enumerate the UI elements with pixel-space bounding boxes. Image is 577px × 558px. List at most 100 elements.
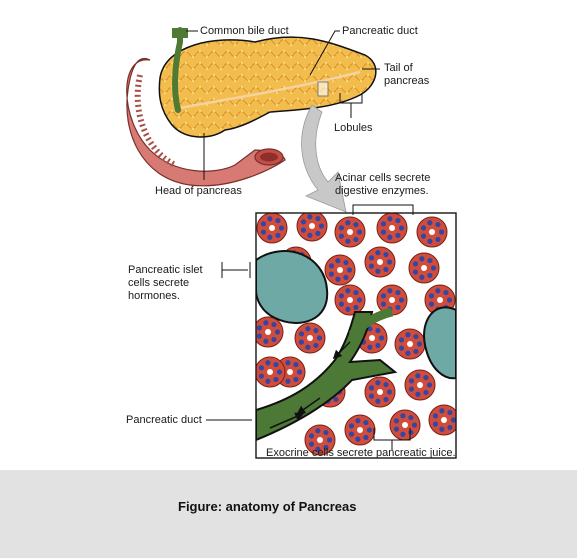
acinar-nucleus [260,221,267,227]
acinar-nucleus [267,216,273,222]
acinar-nucleus [275,232,281,239]
acinar-lumen [337,267,343,273]
acinar-nucleus [408,386,415,392]
acinar-nucleus [411,422,418,428]
acinar-nucleus [408,414,414,421]
acinar-nucleus [432,413,439,419]
acinar-nucleus [326,437,333,443]
acinar-nucleus [428,301,435,307]
acinar-nucleus [423,374,429,381]
acinar-nucleus [412,269,419,275]
acinar-nucleus [427,220,433,226]
label-pancreatic-duct-bottom: Pancreatic duct [126,414,202,426]
acinar-nucleus [368,385,375,391]
acinar-nucleus [395,289,401,296]
acinar-nucleus [375,268,381,274]
acinar-lumen [437,297,443,303]
acinar-nucleus [443,289,449,296]
acinar-nucleus [338,293,345,299]
acinar-nucleus [400,431,406,437]
acinar-nucleus [346,267,353,273]
label-exocrine-cells: Exocrine cells secrete pancreatic juice. [266,447,456,459]
acinar-lumen [429,229,435,235]
acinar-nucleus [335,276,341,282]
acinar-nucleus [435,288,441,294]
acinar-nucleus [428,293,435,299]
acinar-nucleus [420,233,427,239]
acinar-nucleus [367,344,373,350]
acinar-nucleus [318,223,325,229]
acinar-nucleus [446,297,453,303]
acinar-lumen [309,223,315,229]
acinar-lumen [407,341,413,347]
acinar-nucleus [273,376,279,383]
acinar-lumen [402,422,408,428]
acinar-nucleus [315,446,321,452]
acinar-nucleus [387,288,393,294]
acinar-nucleus [345,238,351,244]
acinar-nucleus [393,426,400,432]
acinar-nucleus [375,398,381,404]
acinar-nucleus [353,289,359,296]
acinar-nucleus [415,373,421,379]
acinar-nucleus [335,258,341,264]
acinar-nucleus [363,434,369,441]
acinar-lumen [347,229,353,235]
acinar-nucleus [348,431,355,437]
acinar-nucleus [380,221,387,227]
acinar-nucleus [427,238,433,244]
acinar-nucleus [447,409,453,416]
acinar-nucleus [353,236,359,243]
acinar-nucleus [345,306,351,312]
acinar-lumen [307,335,313,341]
acinar-nucleus [383,266,389,273]
acinar-nucleus [416,341,423,347]
acinar-nucleus [405,332,411,338]
label-lobules: Lobules [334,122,373,134]
acinar-nucleus [383,381,389,388]
label-tail-of-pancreas: Tail of pancreas [384,62,430,87]
label-islet-cells: Pancreatic islet cells secrete hormones. [128,264,203,302]
acinar-nucleus [368,263,375,269]
acinar-nucleus [383,396,389,403]
duodenum [126,58,286,187]
acinar-nucleus [435,221,441,228]
acinar-nucleus [293,376,299,383]
acinar-nucleus [313,327,319,334]
acinar-nucleus [313,342,319,349]
acinar-nucleus [395,304,401,311]
acinar-nucleus [386,389,393,395]
acinar-lumen [287,369,293,375]
acinar-lumen [377,259,383,265]
label-pancreatic-duct-top: Pancreatic duct [342,25,418,37]
acinar-nucleus [375,327,381,334]
acinar-nucleus [405,350,411,356]
acinar-nucleus [274,329,281,335]
acinar-nucleus [398,345,405,351]
acinar-nucleus [260,229,267,235]
label-head-of-pancreas: Head of pancreas [155,185,242,197]
acinar-nucleus [305,344,311,350]
acinar-nucleus [258,373,265,379]
acinar-nucleus [387,216,393,222]
label-common-bile-duct: Common bile duct [200,25,289,37]
acinar-nucleus [380,229,387,235]
acinar-nucleus [348,423,355,429]
acinar-nucleus [263,320,269,326]
pancreas-illustration [126,27,457,459]
acinar-nucleus [375,342,381,349]
acinar-nucleus [395,232,401,239]
acinar-nucleus [275,217,281,224]
acinar-nucleus [296,369,303,375]
acinar-nucleus [345,220,351,226]
acinar-nucleus [271,321,277,328]
acinar-nucleus [419,274,425,280]
acinar-nucleus [427,272,433,279]
acinar-lumen [269,225,275,231]
acinar-nucleus [413,333,419,340]
acinar-nucleus [368,393,375,399]
acinar-nucleus [427,257,433,264]
acinar-nucleus [355,436,361,442]
acinar-lumen [267,369,273,375]
pancreas-body [158,36,377,138]
